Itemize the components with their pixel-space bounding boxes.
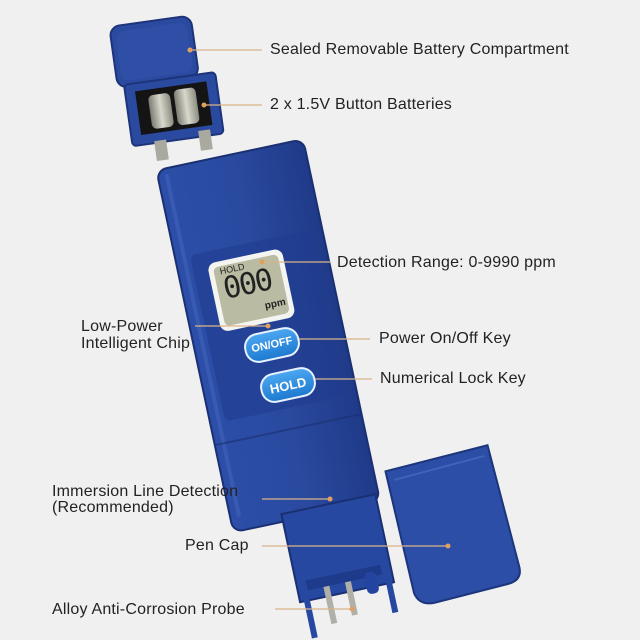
callout-lock-key: Numerical Lock Key xyxy=(380,370,526,387)
callout-immersion-line1: Immersion Line Detection xyxy=(52,483,239,500)
power-button-label: ON/OFF xyxy=(250,334,294,356)
callout-power-key: Power On/Off Key xyxy=(379,330,511,347)
battery-compartment xyxy=(123,71,225,162)
callout-batteries: 2 x 1.5V Button Batteries xyxy=(270,96,452,113)
callout-detection-range: Detection Range: 0-9990 ppm xyxy=(337,254,556,271)
callout-chip-line1: Low-Power xyxy=(81,318,163,335)
battery-cap xyxy=(109,15,199,88)
callout-battery-compartment: Sealed Removable Battery Compartment xyxy=(270,41,569,58)
callout-pen-cap: Pen Cap xyxy=(185,537,249,554)
callout-probe: Alloy Anti-Corrosion Probe xyxy=(52,601,245,618)
callout-immersion-line2: (Recommended) xyxy=(52,499,174,516)
callout-chip-line2: Intelligent Chip xyxy=(81,335,191,352)
callout-immersion-line: Immersion Line Detection (Recommended) xyxy=(52,483,239,516)
hold-button-label: HOLD xyxy=(268,373,308,397)
lcd-display: HOLD 000 ppm xyxy=(216,252,289,324)
callout-chip: Low-Power Intelligent Chip xyxy=(81,318,190,352)
probe-section xyxy=(280,492,399,639)
pen-cap xyxy=(384,444,521,605)
lcd-unit: ppm xyxy=(263,296,287,312)
